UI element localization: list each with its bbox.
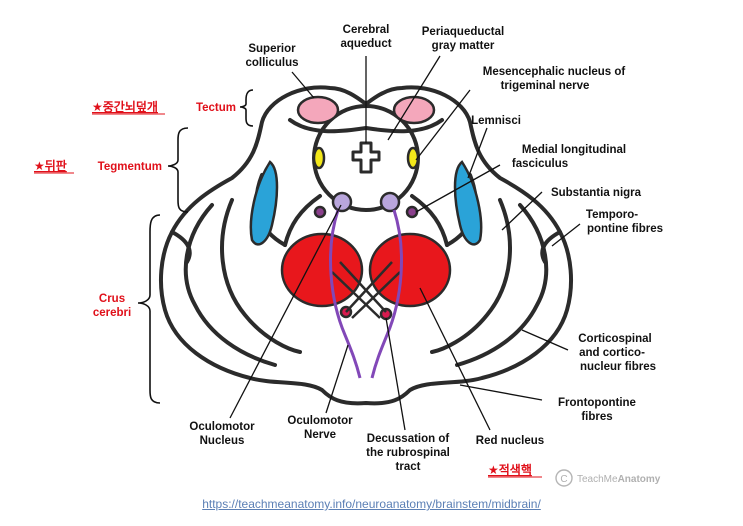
- red-nucleus-right: [368, 232, 452, 308]
- label-temporopontine-2: pontine fibres: [587, 223, 663, 235]
- label-oculomotor-nerve-2: Nerve: [304, 429, 336, 441]
- oculomotor-nucleus-left: [331, 191, 353, 213]
- tegmentum-bracket: [167, 127, 189, 213]
- svg-text:TeachMeAnatomy: TeachMeAnatomy: [577, 474, 661, 485]
- left-crus-line-2: [220, 198, 302, 354]
- midbrain-section: [158, 85, 574, 406]
- label-decussation-2: the rubrospinal: [366, 447, 450, 459]
- mesencephalic-nucleus-right: [406, 146, 420, 170]
- superior-colliculus-left: [296, 95, 340, 125]
- left-crus-line-1: [183, 203, 277, 367]
- crus-bracket: [137, 214, 161, 404]
- region-crus-2: cerebri: [93, 307, 131, 319]
- tectum-bracket: [239, 89, 254, 127]
- right-crus-line-1: [455, 203, 549, 367]
- right-crus-line-2: [430, 198, 512, 354]
- korean-tegmentum: ★뒤판: [34, 158, 67, 173]
- label-mesencephalic-1: Mesencephalic nucleus of: [483, 66, 626, 78]
- korean-red-nucleus: ★적색핵: [488, 462, 532, 477]
- label-substantia-nigra: Substantia nigra: [551, 187, 642, 199]
- korean-tectum: ★중간뇌덮개: [92, 99, 158, 114]
- cerebral-aqueduct-shape: [351, 141, 381, 174]
- korean-annotations: ★중간뇌덮개 ★뒤판 ★적색핵: [34, 99, 542, 478]
- label-red-nucleus: Red nucleus: [476, 435, 544, 447]
- label-lemnisci: Lemnisci: [471, 115, 521, 127]
- leader-lines: [229, 55, 581, 431]
- rubrospinal-decussation: [331, 261, 401, 319]
- mlf-left: [313, 205, 327, 219]
- region-crus-1: Crus: [99, 293, 125, 305]
- copyright-symbol: C: [560, 474, 567, 485]
- oculomotor-nerve: [329, 209, 403, 379]
- label-oculomotor-nucleus-1: Oculomotor: [189, 421, 255, 433]
- label-temporopontine-1: Temporo-: [586, 209, 638, 221]
- structure-labels: Cerebral aqueduct Periaqueductal gray ma…: [189, 24, 663, 473]
- label-frontopontine-1: Frontopontine: [558, 397, 636, 409]
- label-frontopontine-2: fibres: [581, 411, 612, 423]
- oculomotor-nucleus-right: [379, 191, 401, 213]
- region-labels: Tectum Tegmentum Crus cerebri: [93, 102, 236, 319]
- label-corticospinal-1: Corticospinal: [578, 333, 651, 345]
- label-periaqueductal-1: Periaqueductal: [422, 26, 504, 38]
- copyright-icon: [555, 469, 573, 487]
- label-oculomotor-nucleus-2: Nucleus: [200, 435, 245, 447]
- label-mlf-1: Medial longitudinal: [522, 144, 626, 156]
- label-superior-colliculus-2: colliculus: [245, 57, 298, 69]
- temporopontine-notch: [540, 230, 562, 264]
- lemniscus-left: [249, 160, 279, 246]
- region-tegmentum: Tegmentum: [98, 161, 162, 173]
- label-corticospinal-2: and cortico-: [579, 347, 645, 359]
- label-cerebral-aqueduct-1: Cerebral: [343, 24, 390, 36]
- red-nucleus-left: [280, 232, 364, 308]
- source-url-link[interactable]: https://teachmeanatomy.info/neuroanatomy…: [202, 497, 541, 511]
- label-decussation-3: tract: [396, 461, 421, 473]
- left-notch: [170, 230, 192, 264]
- label-periaqueductal-2: gray matter: [432, 40, 495, 52]
- teachme-watermark: C TeachMeAnatomy: [555, 469, 661, 487]
- label-mesencephalic-2: trigeminal nerve: [501, 80, 590, 92]
- watermark-brand-bold: Anatomy: [618, 474, 661, 485]
- nuclei: [249, 95, 483, 321]
- region-brackets: [137, 89, 254, 404]
- label-decussation-1: Decussation of: [367, 433, 450, 445]
- tegmentum-lobes: [283, 194, 449, 247]
- lemniscus-right: [453, 160, 483, 246]
- mesencephalic-nucleus-left: [312, 146, 326, 170]
- label-cerebral-aqueduct-2: aqueduct: [340, 38, 391, 50]
- label-mlf-2: fasciculus: [512, 158, 568, 170]
- label-superior-colliculus-1: Superior: [248, 43, 296, 55]
- mlf-right: [405, 205, 419, 219]
- region-tectum: Tectum: [196, 102, 236, 114]
- watermark-brand-plain: TeachMe: [577, 474, 618, 485]
- label-oculomotor-nerve-1: Oculomotor: [287, 415, 353, 427]
- label-corticospinal-3: nucleur fibres: [580, 361, 656, 373]
- superior-colliculus-right: [392, 95, 436, 125]
